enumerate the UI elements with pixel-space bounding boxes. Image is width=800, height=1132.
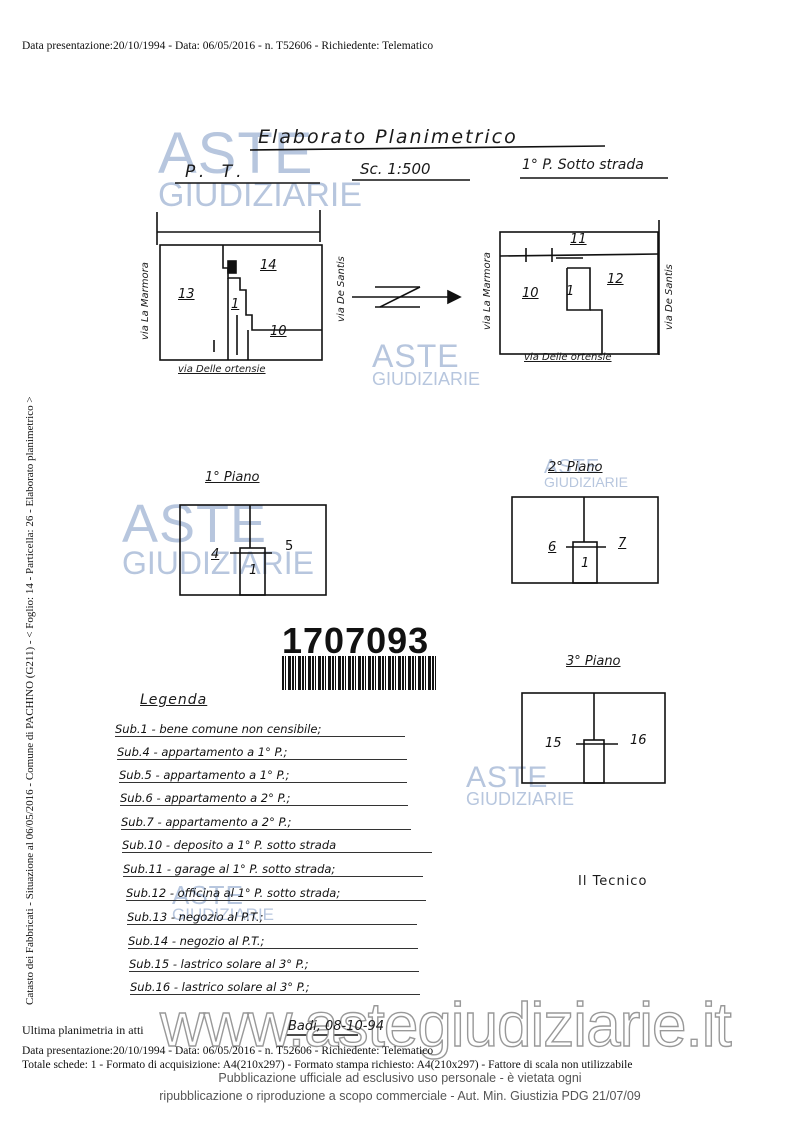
- technician-signature: Il Tecnico: [578, 874, 648, 889]
- watermark-site: www.astegiudiziarie.it: [159, 990, 732, 1060]
- street-left: via La Marmora: [140, 262, 151, 340]
- legend-item: Sub.7 - appartamento a 2° P.;: [121, 815, 411, 830]
- street-bottom: via Delle ortensie: [178, 364, 266, 375]
- footer-line1: Data presentazione:20/10/1994 - Data: 06…: [22, 1045, 434, 1057]
- legend-item: Sub.15 - lastrico solare al 3° P.;: [129, 957, 419, 972]
- publication-notice-2: ripubblicazione o riproduzione a scopo c…: [159, 1089, 641, 1103]
- unit-16: 16: [630, 733, 647, 748]
- publication-notice-1: Pubblicazione ufficiale ad esclusivo uso…: [218, 1071, 582, 1085]
- scale-label: Sc. 1:500: [360, 160, 431, 178]
- sotto-strada-label: 1° P. Sotto strada: [522, 157, 644, 173]
- piano2-label: 2° Piano: [548, 460, 603, 475]
- legend-item: Sub.10 - deposito a 1° P. sotto strada: [122, 838, 432, 853]
- legend-item: Sub.4 - appartamento a 1° P.;: [117, 745, 407, 760]
- unit-11: 11: [570, 232, 587, 247]
- street-right: via De Santis: [664, 264, 675, 330]
- unit-1: 1: [249, 563, 258, 578]
- legend-title: Legenda: [140, 692, 208, 708]
- unit-1: 1: [581, 556, 590, 571]
- street-right: via De Santis: [336, 256, 347, 322]
- legend-item: Sub.6 - appartamento a 2° P.;: [120, 791, 408, 806]
- ultima-planimetria: Ultima planimetria in atti: [22, 1023, 144, 1037]
- legend-item: Sub.12 - officina al 1° P. sotto strada;: [126, 886, 426, 901]
- pt-label: P. T.: [185, 162, 248, 182]
- barcode-number: 1707093: [282, 620, 430, 661]
- header-text: Data presentazione:20/10/1994 - Data: 06…: [22, 40, 434, 52]
- street-bottom: via Delle ortensie: [524, 352, 612, 363]
- unit-14: 14: [260, 258, 277, 273]
- unit-15: 15: [545, 736, 562, 751]
- legend-item: Sub.1 - bene comune non censibile;: [115, 722, 405, 737]
- unit-13: 13: [178, 287, 195, 302]
- unit-12: 12: [607, 272, 624, 287]
- unit-10: 10: [522, 286, 539, 301]
- unit-6: 6: [548, 540, 557, 555]
- barcode: [282, 656, 436, 690]
- legend-item: Sub.14 - negozio al P.T.;: [128, 934, 418, 949]
- place-date: Badi, 08-10-94: [288, 1019, 385, 1034]
- unit-4: 4: [211, 547, 220, 562]
- unit-7: 7: [618, 536, 627, 551]
- drawing-title: Elaborato Planimetrico: [258, 126, 518, 148]
- unit-1: 1: [566, 284, 575, 299]
- footer-line2: Totale schede: 1 - Formato di acquisizio…: [22, 1059, 633, 1071]
- unit-1: 1: [231, 297, 240, 312]
- piano1-label: 1° Piano: [205, 470, 260, 485]
- street-left: via La Marmora: [482, 252, 493, 330]
- piano3-label: 3° Piano: [566, 654, 621, 669]
- legend-item: Sub.5 - appartamento a 1° P.;: [119, 768, 407, 783]
- unit-10: 10: [270, 324, 287, 339]
- legend-item: Sub.16 - lastrico solare al 3° P.;: [130, 980, 420, 995]
- legend-item: Sub.11 - garage al 1° P. sotto strada;: [123, 862, 423, 877]
- legend-item: Sub.13 - negozio al P.T.;: [127, 910, 417, 925]
- unit-5: 5: [285, 539, 294, 554]
